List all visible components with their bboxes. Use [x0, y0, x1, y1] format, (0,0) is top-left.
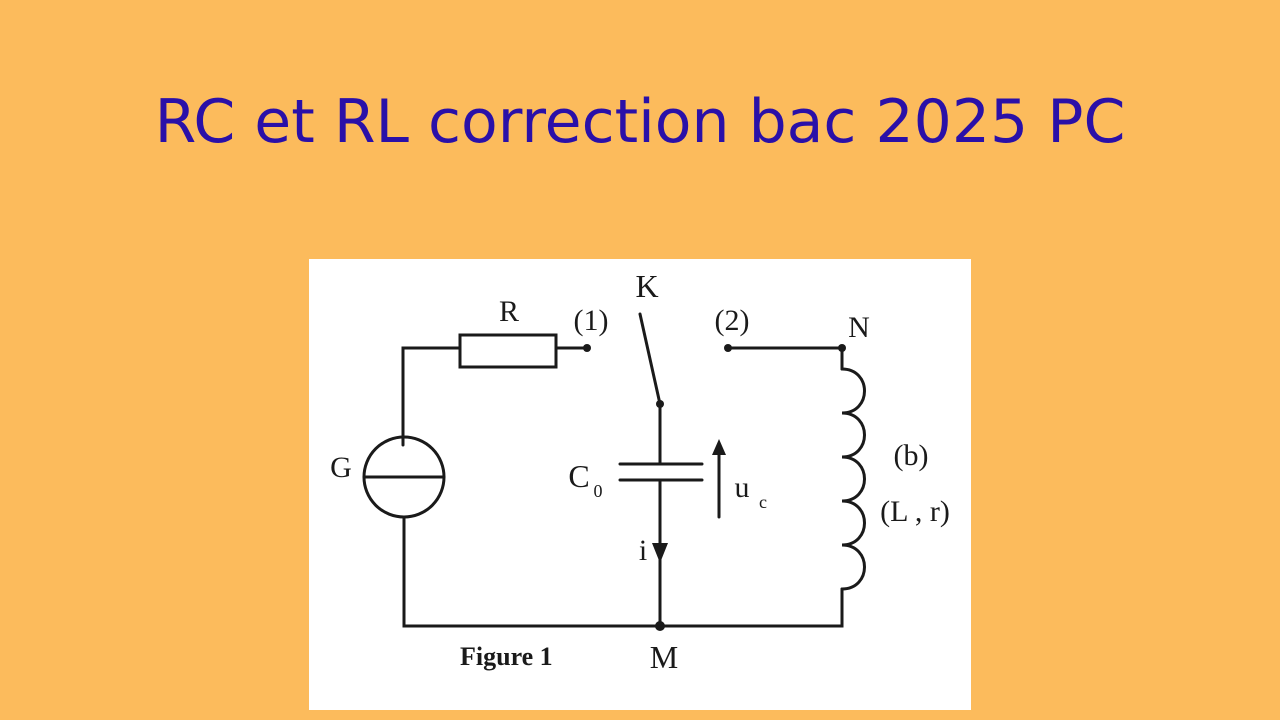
label-terminal-2: (2) [715, 304, 750, 337]
current-arrow-head [652, 543, 668, 563]
wire-bottom [402, 515, 844, 628]
voltage-arrow-head [712, 439, 726, 455]
circuit-figure: R (1) K (2) N G C 0 u c i (b) (L , r) M … [309, 259, 971, 710]
node-n-dot [838, 344, 846, 352]
label-r: R [499, 295, 519, 328]
label-i: i [639, 534, 647, 567]
label-b: (b) [894, 439, 929, 472]
label-u: u [735, 471, 750, 504]
wire-left-top [401, 346, 462, 447]
label-m: M [650, 639, 678, 675]
wire-terminal2-n [726, 346, 844, 371]
terminal-2-dot [724, 344, 732, 352]
coil [840, 367, 866, 591]
page-title: RC et RL correction bac 2025 PC [154, 87, 1126, 157]
label-g: G [330, 451, 352, 484]
label-n: N [848, 311, 870, 344]
terminal-1-dot [583, 344, 591, 352]
circuit-diagram: R (1) K (2) N G C 0 u c i (b) (L , r) M … [330, 268, 950, 675]
label-terminal-1: (1) [574, 304, 609, 337]
label-k: K [635, 268, 658, 304]
switch-pivot-dot [656, 400, 664, 408]
resistor [458, 333, 558, 369]
switch-k-blade [638, 312, 662, 406]
label-c: C [568, 458, 589, 494]
node-m-dot [655, 621, 665, 631]
label-l-r: (L , r) [880, 495, 950, 528]
label-u-sub: c [759, 492, 767, 512]
label-c-sub: 0 [594, 481, 603, 501]
figure-caption: Figure 1 [460, 642, 553, 671]
